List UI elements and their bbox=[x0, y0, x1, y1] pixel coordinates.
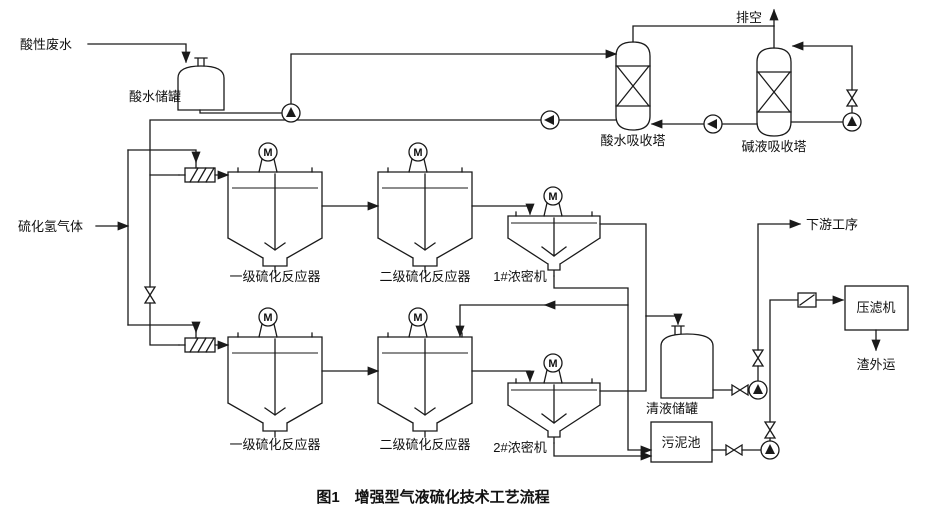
alkali-tower-label: 碱液吸收塔 bbox=[741, 139, 806, 154]
reactor22-label: 二级硫化反应器 bbox=[379, 437, 470, 452]
thickener1-overflow-line bbox=[599, 223, 647, 317]
thickener2-underflow-line bbox=[553, 442, 653, 461]
clear-liquid-tank-body bbox=[660, 333, 714, 399]
vent-label: 排空 bbox=[736, 10, 762, 25]
pump1-discharge-line bbox=[290, 49, 618, 105]
slurry-recycle-line-b bbox=[455, 304, 546, 338]
sludge-pool-box bbox=[650, 421, 713, 463]
motor-label-6: M bbox=[548, 358, 557, 370]
flow-meter bbox=[797, 292, 817, 308]
acid-recycle-line bbox=[149, 119, 617, 288]
filter-press-label: 压滤机 bbox=[856, 300, 895, 315]
thickener1-underflow-line bbox=[553, 275, 653, 455]
figure-caption: 图1 增强型气液硫化技术工艺流程 bbox=[316, 488, 549, 506]
acid-water-pump-icon bbox=[281, 103, 301, 123]
thickener2-label: 2#浓密机 bbox=[493, 440, 546, 455]
clear-liquid-tank bbox=[660, 325, 714, 399]
downstream-line bbox=[757, 219, 802, 351]
alkali-spray-return-line bbox=[791, 41, 853, 91]
thickener1-label: 1#浓密机 bbox=[493, 269, 546, 284]
acid-water-tank-body bbox=[177, 65, 225, 111]
motor-label-5: M bbox=[548, 191, 557, 203]
motor-label-2: M bbox=[413, 147, 422, 159]
intertower-pump-icon bbox=[703, 114, 723, 134]
acid-water-tank-label: 酸水储罐 bbox=[129, 89, 181, 104]
gas-transfer-line bbox=[632, 25, 775, 43]
acid-feed-line bbox=[87, 43, 191, 64]
acid-water-tank-nozzle bbox=[194, 57, 208, 67]
motor-label-3: M bbox=[263, 312, 272, 324]
downstream-label: 下游工序 bbox=[806, 217, 858, 232]
clear-liquid-pump-icon bbox=[748, 380, 768, 400]
labels: 酸性废水 酸水储罐 硫化氢气体 一级硫化反应器 二级硫化反应器 1#浓密机 一级… bbox=[18, 10, 896, 506]
tower-recycle-pump-icon bbox=[540, 110, 560, 130]
thickener2-overflow-line bbox=[599, 315, 647, 392]
reactor22-to-thickener2-line bbox=[471, 370, 535, 383]
reactor12-label: 二级硫化反应器 bbox=[379, 269, 470, 284]
motor-label-4: M bbox=[413, 312, 422, 324]
acid-wastewater-label: 酸性废水 bbox=[20, 37, 72, 52]
h2s-gas-label: 硫化氢气体 bbox=[18, 219, 83, 234]
sludge-pump-discharge-b bbox=[769, 299, 799, 423]
acid-tower-label: 酸水吸收塔 bbox=[600, 133, 665, 148]
reactor11-label: 一级硫化反应器 bbox=[229, 269, 320, 284]
flow-meter-mark bbox=[799, 294, 815, 306]
clear-tank-feed-line bbox=[645, 313, 683, 326]
equipment bbox=[177, 41, 909, 463]
motor-label-1: M bbox=[263, 147, 272, 159]
slag-out-label: 渣外运 bbox=[856, 357, 895, 372]
clear-liquid-tank-nozzle bbox=[671, 325, 685, 335]
reactor21-label: 一级硫化反应器 bbox=[229, 437, 320, 452]
acid-recycle-line-lower bbox=[149, 302, 180, 346]
sludge-pool-label: 污泥池 bbox=[661, 435, 700, 450]
tank-outlet-line bbox=[199, 109, 283, 114]
reactor12-to-thickener1-line bbox=[471, 203, 535, 216]
filter-press-box bbox=[844, 285, 909, 331]
sludge-pump-icon bbox=[760, 440, 780, 460]
alkali-circulation-pump-icon bbox=[842, 112, 862, 132]
h2s-branch-train2 bbox=[127, 321, 201, 334]
acid-water-tank bbox=[177, 57, 225, 111]
h2s-branch-train1 bbox=[127, 149, 201, 164]
clear-tank-label: 清液储罐 bbox=[646, 401, 698, 416]
